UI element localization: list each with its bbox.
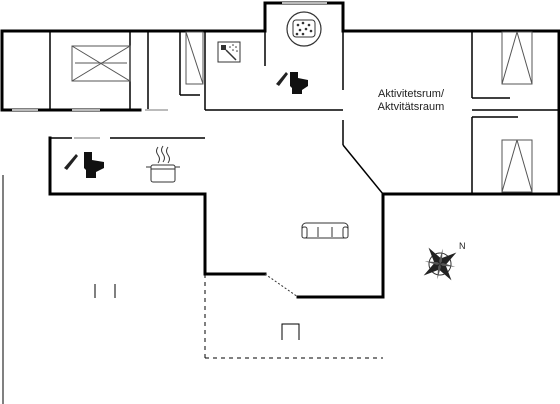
bed-icon	[185, 31, 204, 85]
bed-icon	[501, 139, 533, 193]
bed-icon	[71, 45, 131, 82]
sofa-icon	[301, 222, 349, 239]
compass-north-label: N	[459, 241, 466, 251]
compass-rose-icon	[423, 247, 457, 281]
toilet-icon	[276, 72, 308, 94]
outdoor-lines	[2, 175, 300, 404]
whirlpool-icon	[286, 11, 322, 47]
room-label-activity: Aktivitetsrum/ Aktvitätsraum	[356, 88, 466, 114]
terrace	[204, 274, 383, 359]
bed-icon	[501, 31, 533, 85]
cooking-pot-icon	[146, 145, 180, 183]
room-label-line1: Aktivitetsrum/	[377, 88, 444, 100]
toilet-icon	[64, 152, 104, 178]
entrance-door	[264, 273, 299, 298]
windows	[12, 2, 327, 139]
exterior-walls	[0, 1, 560, 299]
interior-walls	[49, 31, 559, 195]
shower-icon	[217, 41, 241, 63]
room-label-line2: Aktvitätsraum	[377, 101, 445, 113]
